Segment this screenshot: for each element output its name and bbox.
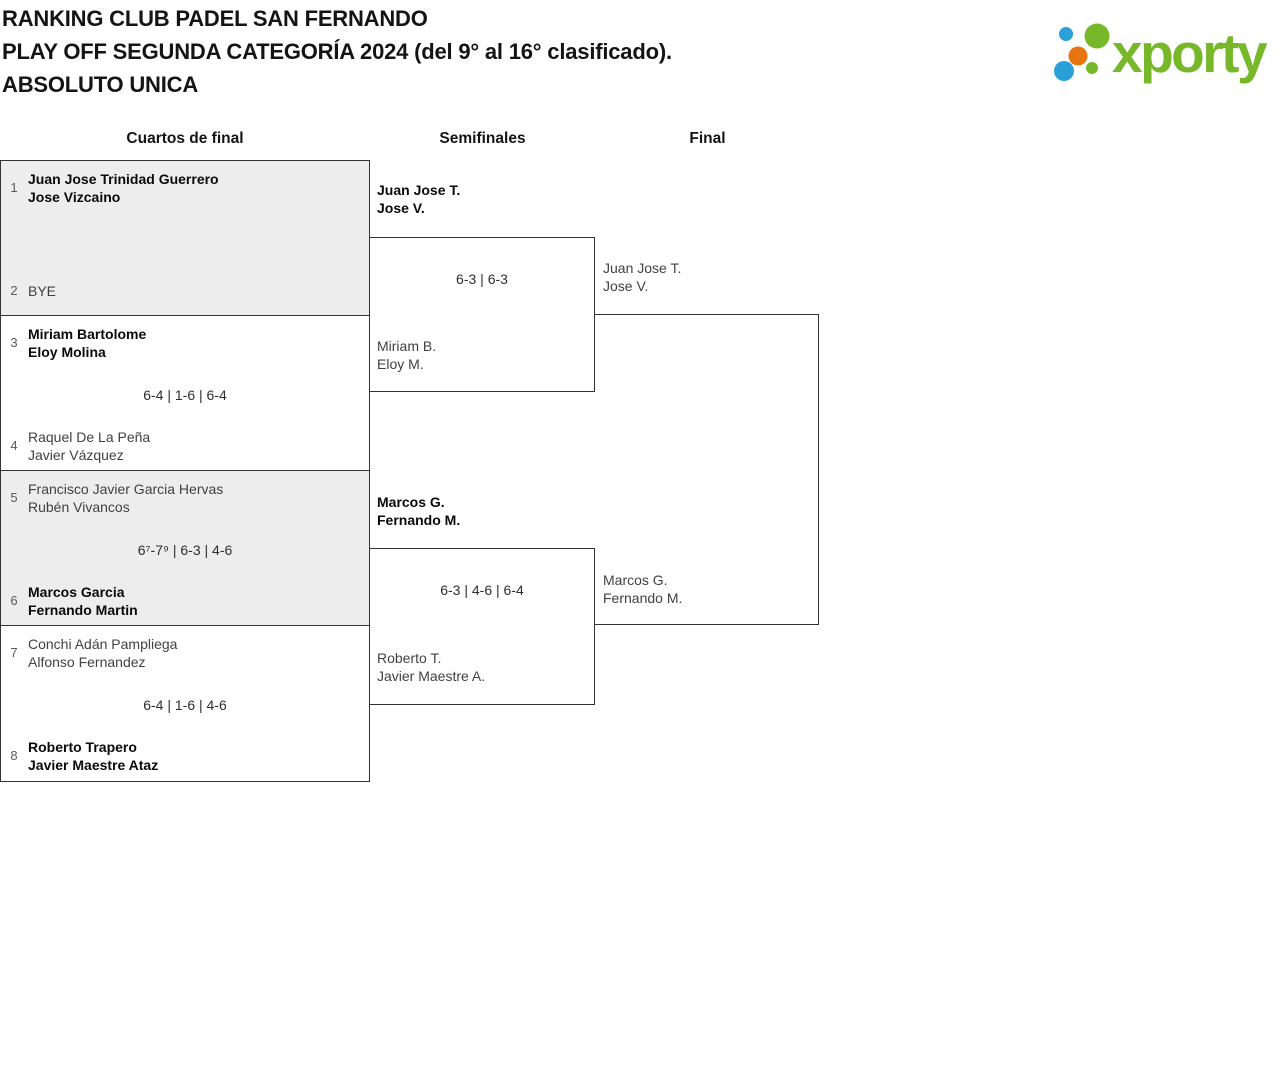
player-name-line: Fernando M. xyxy=(603,590,683,606)
pair-names: Miriam Bartolome Eloy Molina xyxy=(28,325,361,361)
final-participant-bottom: Marcos G. Fernando M. xyxy=(603,571,682,607)
title-line: PLAY OFF SEGUNDA CATEGORÍA 2024 (del 9° … xyxy=(2,39,672,64)
sf2-participant-top: Marcos G. Fernando M. xyxy=(377,493,460,529)
seed-number: 1 xyxy=(10,180,18,195)
player-name-line: Jose Vizcaino xyxy=(28,189,121,205)
player-name-line: Alfonso Fernandez xyxy=(28,654,146,670)
seed-number: 4 xyxy=(10,438,18,453)
pair-names: Raquel De La Peña Javier Vázquez xyxy=(28,428,361,464)
seed-number: 5 xyxy=(10,490,18,505)
pair-names: Juan Jose Trinidad Guerrero Jose Vizcain… xyxy=(28,170,361,206)
logo-dot-blue-small xyxy=(1059,27,1073,41)
seed-number: 3 xyxy=(10,335,18,350)
match-score: 6-3 | 4-6 | 6-4 xyxy=(440,582,524,598)
qf-match-4: 7 Conchi Adán Pampliega Alfonso Fernande… xyxy=(0,625,370,782)
player-name-line: Conchi Adán Pampliega xyxy=(28,636,178,652)
player-name-line: Roberto Trapero xyxy=(28,739,137,755)
match-score: 6-3 | 6-3 xyxy=(456,271,508,287)
player-name-line: Juan Jose T. xyxy=(377,182,461,198)
player-name-line: Marcos G. xyxy=(603,572,668,588)
player-name-line: Jose V. xyxy=(377,200,425,216)
sf2-participant-bottom: Roberto T. Javier Maestre A. xyxy=(377,649,485,685)
player-name-line: Fernando M. xyxy=(377,512,461,528)
title-line: RANKING CLUB PADEL SAN FERNANDO xyxy=(2,6,428,31)
player-name-line: Miriam Bartolome xyxy=(28,326,147,342)
page-title: RANKING CLUB PADEL SAN FERNANDO PLAY OFF… xyxy=(2,2,672,101)
player-name-line: Miriam B. xyxy=(377,338,437,354)
match-score: 6-4 | 1-6 | 6-4 xyxy=(143,387,227,403)
qf-match-3: 5 Francisco Javier Garcia Hervas Rubén V… xyxy=(0,470,370,625)
pair-names: Roberto Trapero Javier Maestre Ataz xyxy=(28,738,361,774)
final-match-bracket xyxy=(595,314,819,625)
player-name-line: Marcos Garcia xyxy=(28,584,125,600)
logo-dot-blue-large xyxy=(1054,61,1074,81)
player-name-line: Roberto T. xyxy=(377,650,442,666)
sf-match-1: 6-3 | 6-3 xyxy=(369,237,595,392)
sf1-participant-bottom: Miriam B. Eloy M. xyxy=(377,337,436,373)
seed-number: 8 xyxy=(10,748,18,763)
qf-match-2: 3 Miriam Bartolome Eloy Molina 6-4 | 1-6… xyxy=(0,315,370,470)
sf-match-2: 6-3 | 4-6 | 6-4 xyxy=(369,548,595,705)
player-name-line: Juan Jose T. xyxy=(603,260,682,276)
qf-match-1: 1 Juan Jose Trinidad Guerrero Jose Vizca… xyxy=(0,160,370,315)
seed-number: 6 xyxy=(10,593,18,608)
match-score: 6-4 | 1-6 | 4-6 xyxy=(143,697,227,713)
player-name-line: Eloy Molina xyxy=(28,344,106,360)
logo-dot-orange xyxy=(1068,46,1088,66)
player-name-line: Francisco Javier Garcia Hervas xyxy=(28,481,224,497)
player-name-line: Rubén Vivancos xyxy=(28,499,130,515)
pair-names: Marcos Garcia Fernando Martin xyxy=(28,583,361,619)
xporty-wordmark: xporty xyxy=(1112,22,1268,84)
player-name-line: BYE xyxy=(28,283,57,299)
player-name-line: Marcos G. xyxy=(377,494,445,510)
seed-number: 2 xyxy=(10,283,18,298)
seed-number: 7 xyxy=(10,645,18,660)
player-name-line: Juan Jose Trinidad Guerrero xyxy=(28,171,219,187)
sf1-participant-top: Juan Jose T. Jose V. xyxy=(377,181,460,217)
match-score: 6⁷-7⁹ | 6-3 | 4-6 xyxy=(137,542,233,558)
pair-names: Francisco Javier Garcia Hervas Rubén Viv… xyxy=(28,480,361,516)
logo-dot-green-large xyxy=(1084,23,1110,49)
player-name-line: Fernando Martin xyxy=(28,602,138,618)
logo-dot-green-small xyxy=(1086,62,1098,74)
pair-names: Conchi Adán Pampliega Alfonso Fernandez xyxy=(28,635,361,671)
column-header-semifinales: Semifinales xyxy=(439,130,526,147)
xporty-logo[interactable]: xporty xyxy=(1046,8,1278,88)
player-name-line: Eloy M. xyxy=(377,356,424,372)
player-name-line: Raquel De La Peña xyxy=(28,429,151,445)
player-name-line: Javier Vázquez xyxy=(28,447,124,463)
pair-names: BYE xyxy=(28,282,361,300)
column-header-cuartos: Cuartos de final xyxy=(126,130,244,147)
player-name-line: Javier Maestre Ataz xyxy=(28,757,159,773)
player-name-line: Javier Maestre A. xyxy=(377,668,486,684)
column-header-final: Final xyxy=(689,130,726,147)
title-line: ABSOLUTO UNICA xyxy=(2,72,199,97)
player-name-line: Jose V. xyxy=(603,278,649,294)
final-participant-top: Juan Jose T. Jose V. xyxy=(603,259,681,295)
